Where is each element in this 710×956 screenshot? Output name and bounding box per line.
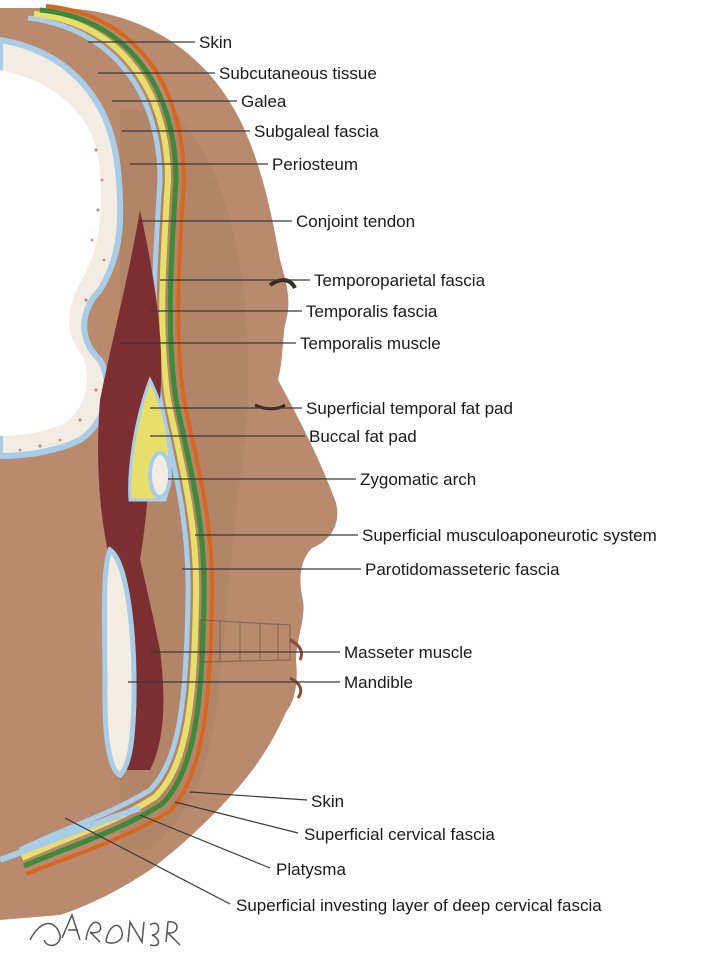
label-periosteum: Periosteum	[272, 155, 358, 174]
label-buccal-fat-pad: Buccal fat pad	[309, 427, 417, 446]
label-galea: Galea	[241, 92, 287, 111]
label-temporoparietal-fascia: Temporoparietal fascia	[314, 271, 486, 290]
label-masseter-muscle: Masseter muscle	[344, 643, 472, 662]
skull-inner	[0, 70, 101, 436]
label-zygomatic-arch: Zygomatic arch	[360, 470, 476, 489]
zygomatic-arch	[150, 453, 170, 497]
label-temporalis-muscle: Temporalis muscle	[300, 334, 441, 353]
label-parotidomasseteric-fascia: Parotidomasseteric fascia	[365, 560, 560, 579]
label-skin: Skin	[199, 33, 232, 52]
label-superficial-temporal-fat-pad: Superficial temporal fat pad	[306, 399, 513, 418]
label-mandible: Mandible	[344, 673, 413, 692]
label-subgaleal-fascia: Subgaleal fascia	[254, 122, 379, 141]
label-conjoint-tendon: Conjoint tendon	[296, 212, 415, 231]
label-skin-neck: Skin	[311, 792, 344, 811]
label-subcutaneous-tissue: Subcutaneous tissue	[219, 64, 377, 83]
label-smas: Superficial musculoaponeurotic system	[362, 526, 657, 545]
artist-signature	[30, 915, 180, 946]
label-superficial-investing-layer: Superficial investing layer of deep cerv…	[236, 896, 602, 915]
label-superficial-cervical-fascia: Superficial cervical fascia	[304, 825, 495, 844]
label-temporalis-fascia: Temporalis fascia	[306, 302, 438, 321]
label-platysma: Platysma	[276, 860, 346, 879]
